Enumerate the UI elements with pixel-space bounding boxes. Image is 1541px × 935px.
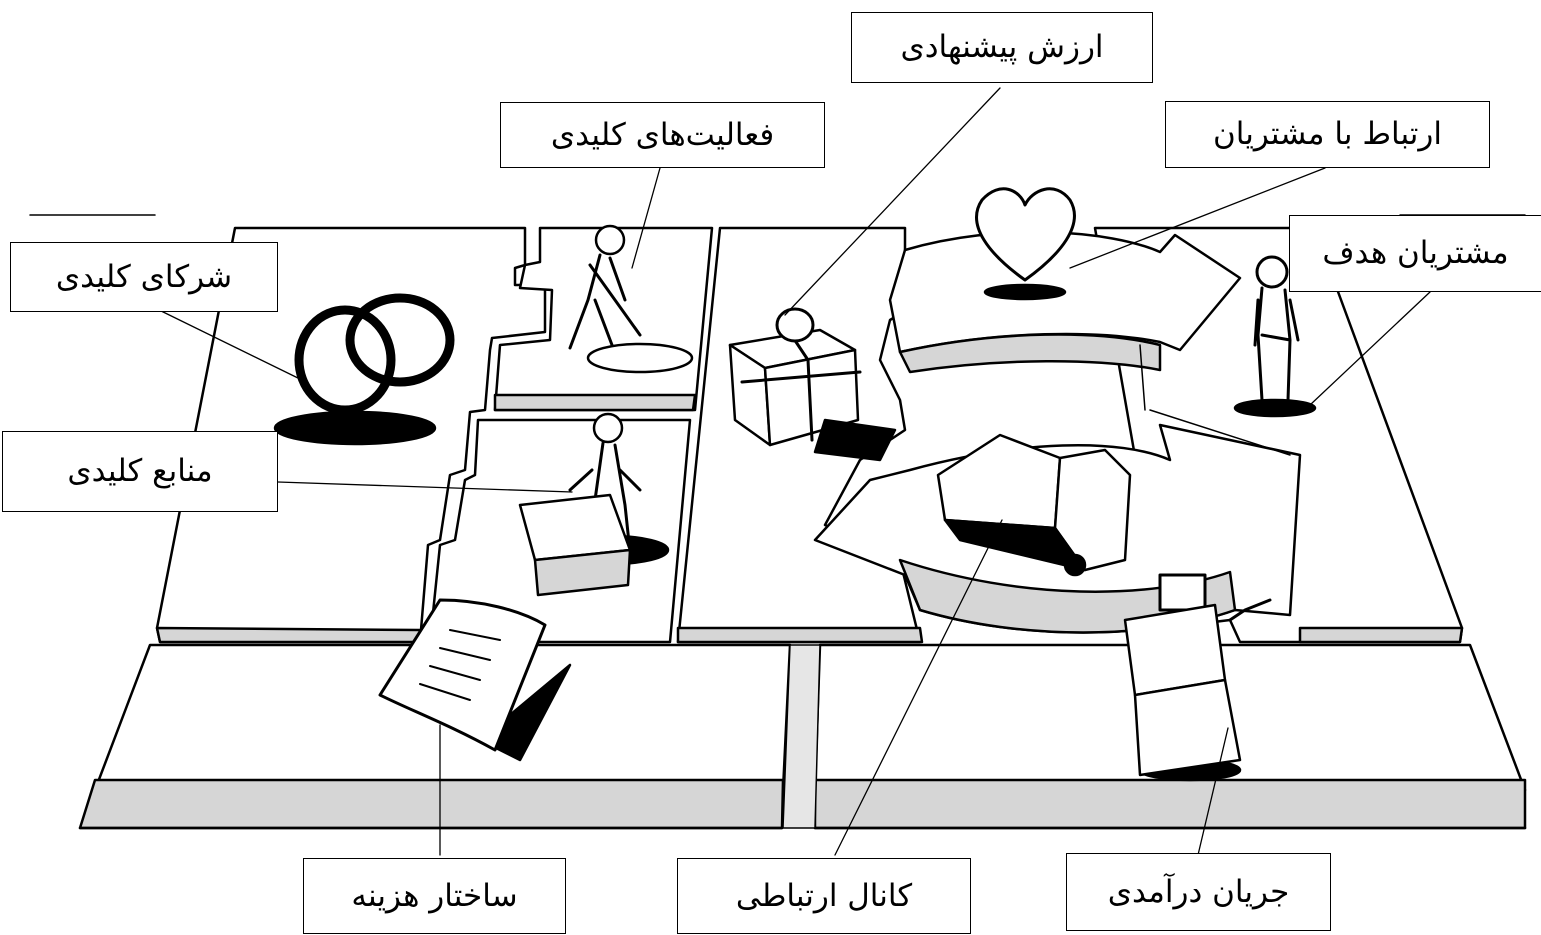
key-resources-label: منابع کلیدی [2, 431, 278, 512]
revenue-streams-label: جریان درآمدی [1066, 853, 1331, 931]
heart-icon [975, 187, 1076, 301]
invoice-paper-icon [378, 598, 572, 762]
customer-segments-label: مشتریان هدف [1289, 215, 1541, 292]
person-with-machine-icon [518, 412, 670, 597]
value-proposition-label: ارزش پیشنهادی [851, 12, 1153, 83]
channels-label: کانال ارتباطی [677, 858, 971, 934]
key-activities-label: فعالیت‌های کلیدی [500, 102, 825, 168]
leader-lines [154, 87, 1431, 856]
cost-structure-label: ساختار هزینه [303, 858, 566, 934]
cash-register-icon [1123, 573, 1272, 782]
delivery-truck-icon [936, 433, 1132, 577]
customer-relationships-label: ارتباط با مشتریان [1165, 101, 1490, 168]
person-digging-icon [568, 224, 694, 374]
gift-box-icon [728, 307, 897, 462]
interlocked-rings-icon [273, 293, 455, 446]
standing-person-icon [1233, 255, 1317, 418]
key-partners-label: شرکای کلیدی [10, 242, 278, 312]
